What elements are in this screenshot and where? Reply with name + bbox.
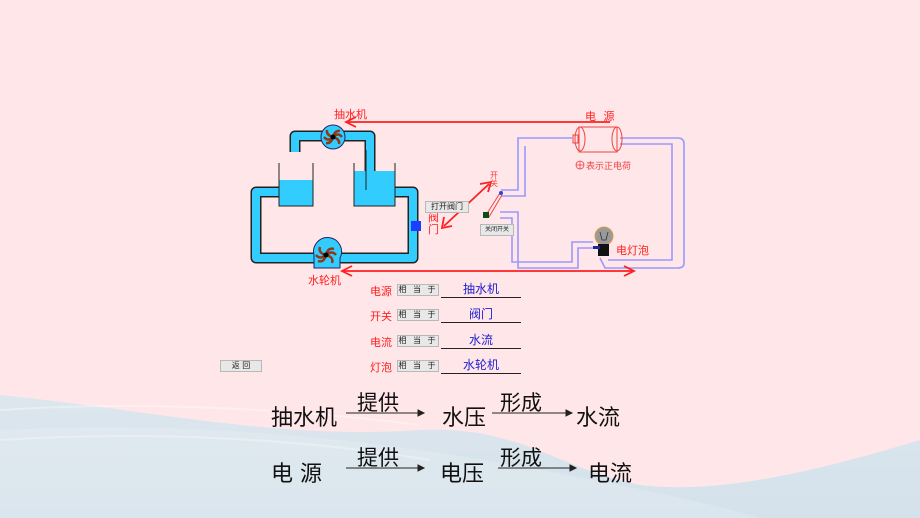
positive-charge-icon bbox=[575, 160, 585, 170]
charge-legend: 表示正电荷 bbox=[586, 162, 632, 172]
analogy-term: 灯泡 bbox=[370, 361, 392, 374]
flow-middle: 电压 bbox=[440, 462, 485, 487]
flow-verb-provide: 提供 bbox=[357, 391, 399, 415]
flow-arrows bbox=[346, 409, 578, 472]
equivalent-button[interactable]: 相 当 于 bbox=[397, 284, 439, 296]
pump-label: 抽水机 bbox=[334, 108, 367, 121]
flow-source: 抽水机 bbox=[271, 406, 338, 431]
flow-middle: 水压 bbox=[442, 406, 487, 431]
open-valve-button[interactable]: 打开阀门 bbox=[425, 201, 469, 213]
light-bulb-icon bbox=[593, 226, 614, 256]
switch-label: 开关 bbox=[490, 171, 498, 188]
flow-verb-form: 形成 bbox=[500, 446, 542, 470]
arrow-power-to-pump bbox=[343, 116, 610, 128]
flow-source: 电 源 bbox=[271, 462, 322, 487]
equivalent-button[interactable]: 相 当 于 bbox=[397, 335, 439, 347]
valve-label: 阀门 bbox=[428, 211, 439, 236]
analogy-term: 电流 bbox=[370, 336, 392, 349]
pump-icon bbox=[320, 124, 346, 150]
light-bulb-label: 电灯泡 bbox=[616, 244, 649, 257]
flow-result: 电流 bbox=[588, 462, 633, 487]
flow-result: 水流 bbox=[576, 406, 621, 431]
analogy-term: 电源 bbox=[370, 285, 392, 298]
close-switch-button[interactable]: 关闭开关 bbox=[480, 224, 514, 236]
arrow-bulb-to-turbine bbox=[339, 265, 637, 277]
analogy-answer: 水流 bbox=[441, 333, 521, 349]
analogy-answer: 水轮机 bbox=[441, 358, 521, 374]
wire-loop bbox=[500, 137, 685, 269]
battery-icon bbox=[572, 126, 623, 153]
flow-verb-provide: 提供 bbox=[357, 446, 399, 470]
right-tank bbox=[353, 150, 396, 207]
analogy-answer: 阀门 bbox=[441, 307, 521, 323]
flow-verb-form: 形成 bbox=[500, 391, 542, 415]
back-button[interactable]: 返 回 bbox=[220, 360, 262, 372]
equivalent-button[interactable]: 相 当 于 bbox=[397, 360, 439, 372]
power-source-label: 电 源 bbox=[585, 110, 617, 123]
equivalent-button[interactable]: 相 当 于 bbox=[397, 309, 439, 321]
turbine-label: 水轮机 bbox=[308, 274, 341, 287]
turbine-icon bbox=[313, 237, 343, 269]
valve-icon[interactable] bbox=[411, 221, 421, 231]
analogy-answer: 抽水机 bbox=[441, 282, 521, 298]
left-tank bbox=[278, 163, 314, 207]
switch-icon[interactable] bbox=[483, 191, 503, 218]
analogy-term: 开关 bbox=[370, 310, 392, 323]
